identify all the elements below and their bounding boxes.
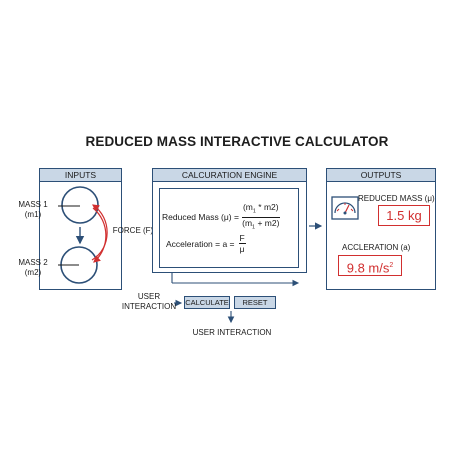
acceleration-lhs: Acceleration = a = — [166, 238, 235, 249]
reduced-mass-output-label: REDUCED MASS (μ) — [358, 194, 435, 203]
reduced-mass-numerator: (m1 * m2) — [241, 202, 280, 218]
calculate-button[interactable]: CALCULATE — [184, 296, 230, 309]
user-interaction-side-label: USER INTERACTION — [121, 292, 177, 311]
reduced-mass-value: 1.5 kg — [378, 205, 430, 226]
acceleration-value: 9.8 m/s2 — [338, 255, 402, 276]
page-title: REDUCED MASS INTERACTIVE CALCULATOR — [85, 134, 389, 149]
force-label: FORCE (F) — [112, 226, 154, 235]
formula-box — [159, 188, 299, 268]
reset-button[interactable]: RESET — [234, 296, 276, 309]
reduced-mass-lhs: Reduced Mass (μ) = — [162, 212, 239, 223]
mass1-symbol: (m1) — [24, 209, 42, 219]
acceleration-denominator: μ — [239, 244, 245, 254]
mass1-label: MASS 1 (m1) — [10, 200, 56, 219]
mass1-name: MASS 1 — [18, 200, 48, 209]
mass2-name: MASS 2 — [18, 258, 48, 267]
mass2-symbol: (m2) — [24, 267, 42, 277]
mass2-label: MASS 2 (m2) — [10, 258, 56, 277]
outputs-header: OUTPUTS — [327, 169, 435, 182]
inputs-header: INPUTS — [40, 169, 121, 182]
user-interaction-bottom-label: USER INTERACTION — [192, 328, 272, 337]
acceleration-fraction: F μ — [238, 233, 246, 254]
engine-header: CALCURATION ENGINE — [153, 169, 306, 182]
acceleration-numerator: F — [238, 233, 246, 244]
acceleration-output-label: ACCLERATION (a) — [342, 243, 411, 252]
reduced-mass-denominator: (m1 + m2) — [242, 217, 280, 231]
reduced-mass-fraction: (m1 * m2) (m1 + m2) — [241, 202, 280, 232]
reduced-mass-formula: Reduced Mass (μ) = (m1 * m2) (m1 + m2) — [162, 202, 298, 232]
acceleration-formula: Acceleration = a = F μ — [166, 233, 296, 254]
